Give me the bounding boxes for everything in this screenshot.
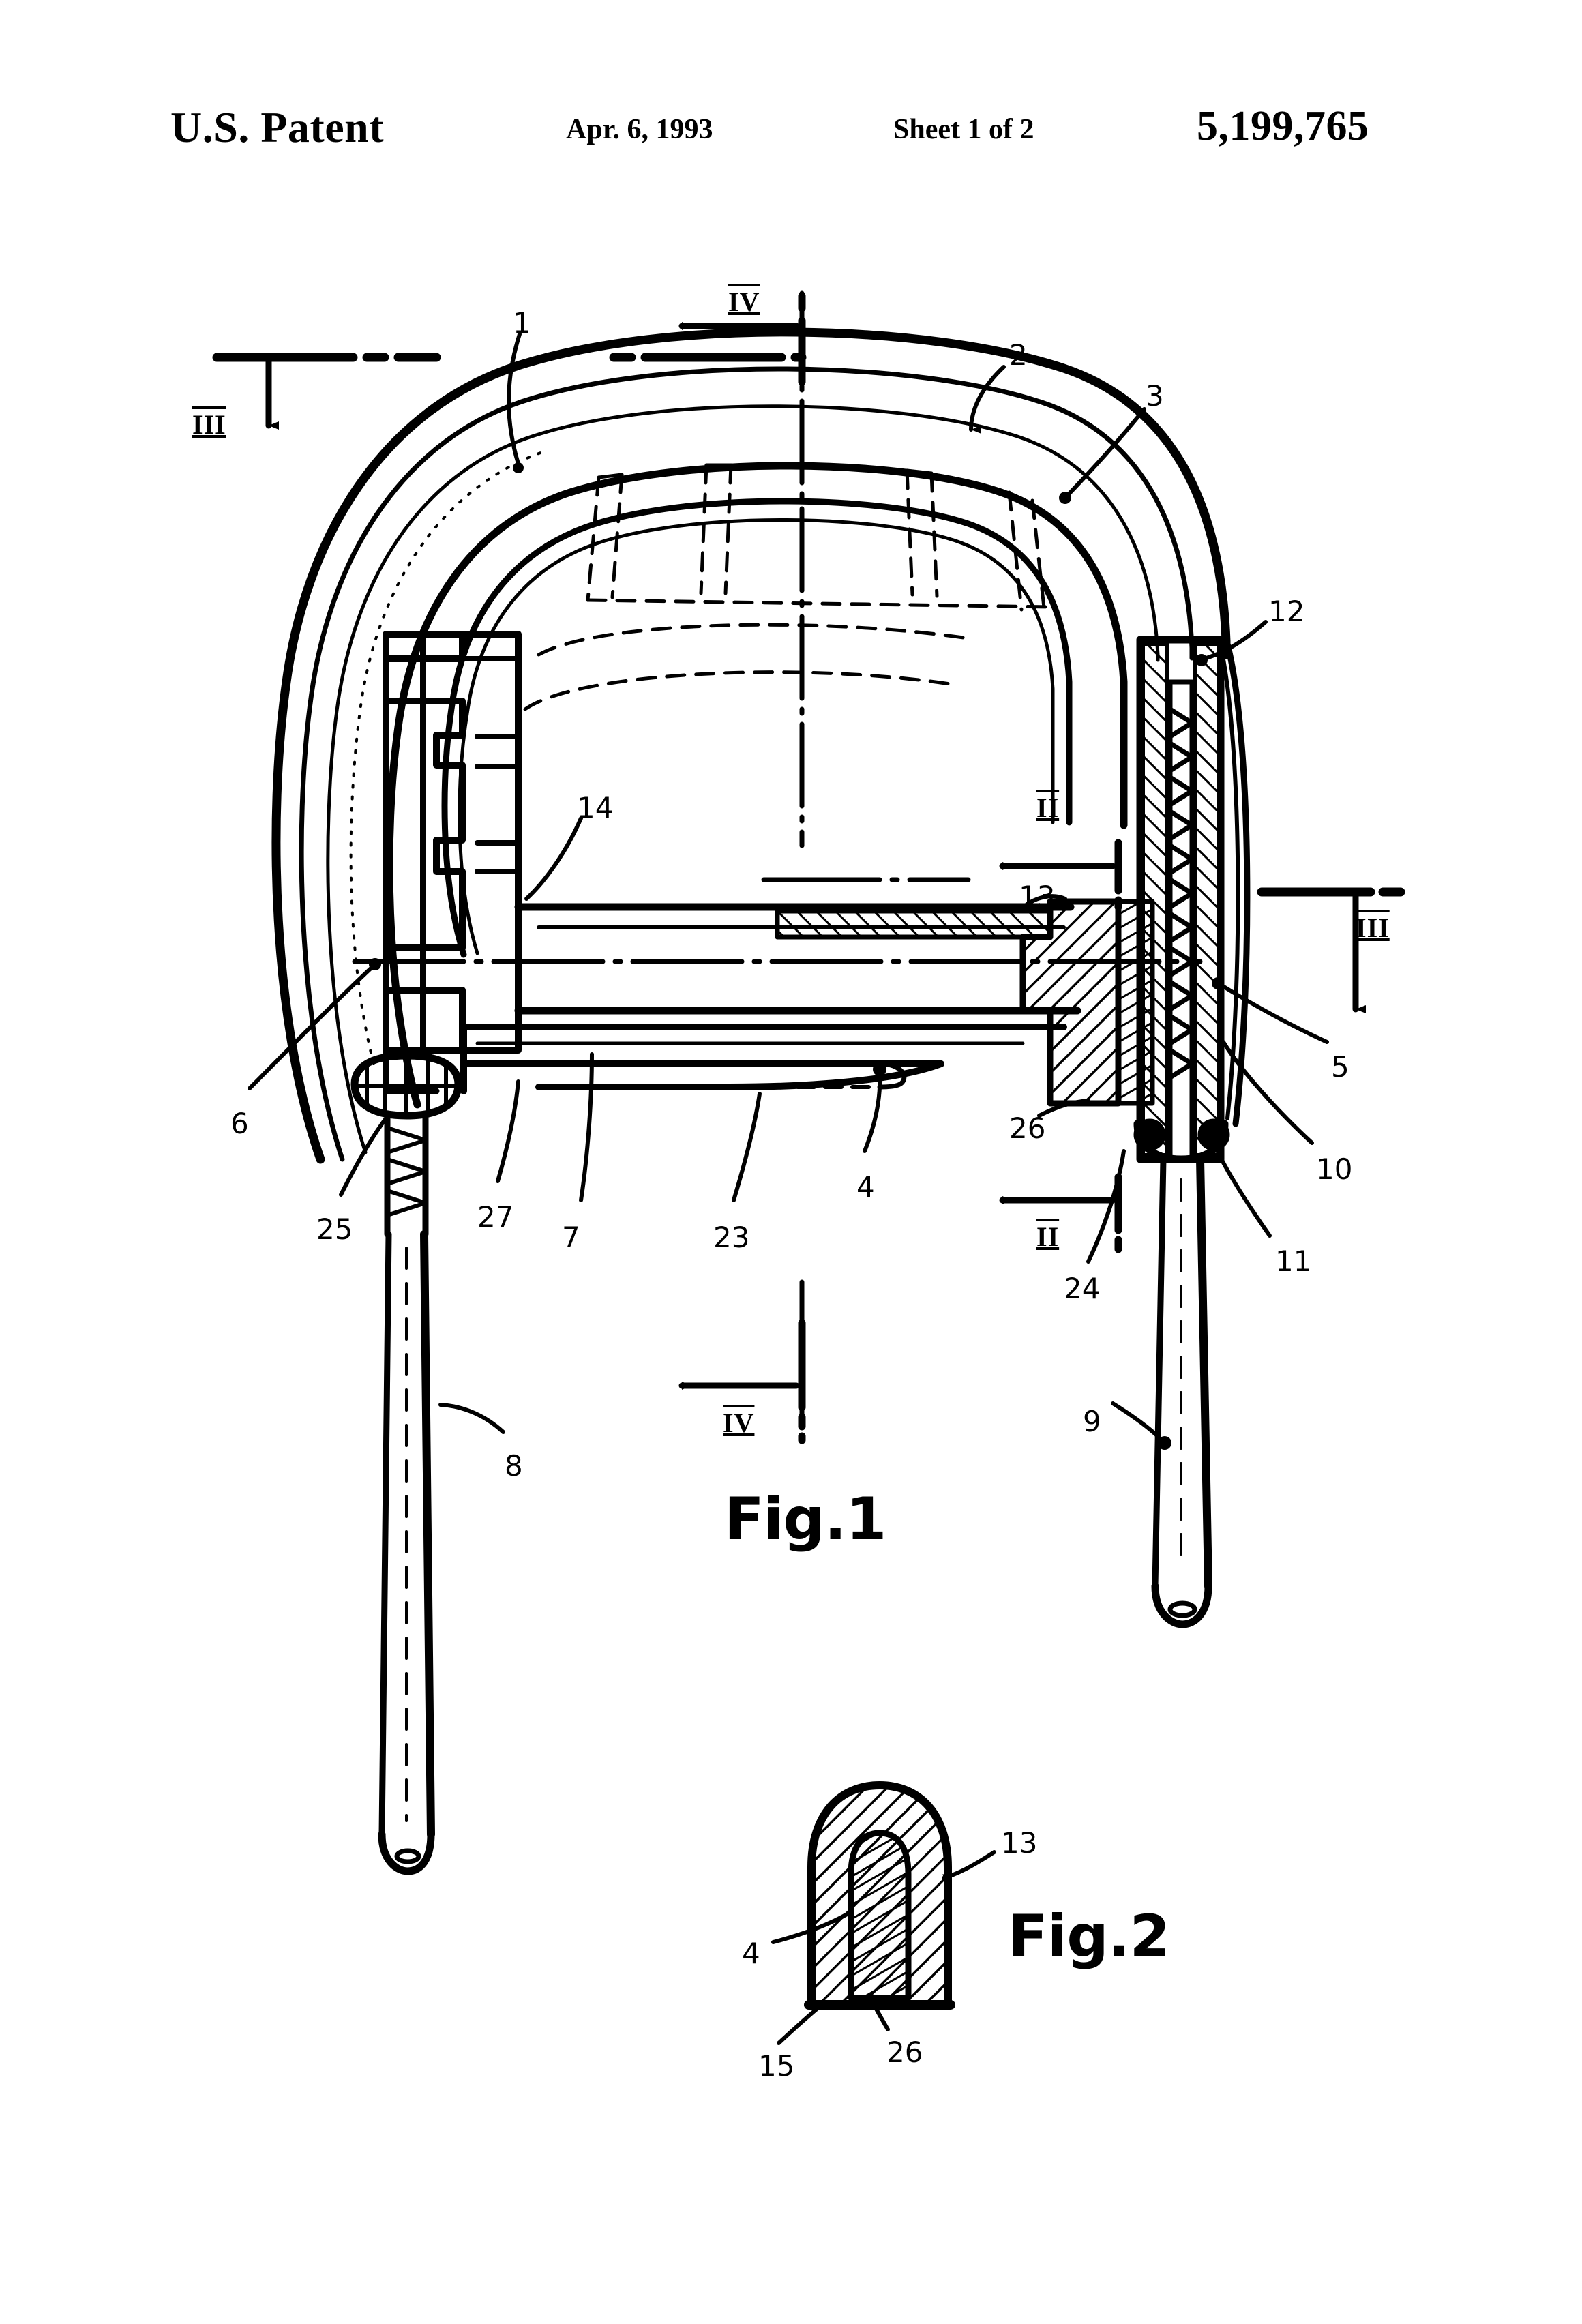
reference-numeral: 6 <box>230 1107 249 1140</box>
right-rod-tip <box>1151 1582 1212 1628</box>
patent-header: U.S. Patent Apr. 6, 1993 Sheet 1 of 2 5,… <box>0 102 1582 177</box>
section-line-IV-top <box>609 292 807 386</box>
section-marker: IV <box>723 1407 755 1438</box>
section-marker: II <box>1036 792 1060 823</box>
section-marker: III <box>1356 912 1390 943</box>
reference-numeral: 4 <box>856 1170 875 1204</box>
right-rod-left-edge <box>1152 1156 1167 1590</box>
reference-numeral: 8 <box>505 1449 523 1483</box>
clamp-body-outer-edge-2 <box>299 366 1195 1162</box>
section-line-II-lower <box>999 1173 1122 1259</box>
reference-numeral: 26 <box>886 2036 923 2069</box>
figure-1-group <box>212 290 1409 1875</box>
leader-lines-fig1 <box>248 332 1329 1450</box>
left-rod-tip <box>378 1830 435 1875</box>
collar-bead-left <box>1133 1118 1166 1151</box>
reference-numeral: 10 <box>1316 1152 1353 1186</box>
left-jaw-notch-b <box>475 840 521 874</box>
section-marker: IV <box>728 286 760 317</box>
reference-numeral: 26 <box>1009 1112 1046 1145</box>
reference-numeral: 4 <box>742 1937 760 1970</box>
reference-numeral: 9 <box>1083 1405 1101 1438</box>
reference-numeral: 13 <box>1019 880 1056 913</box>
clamp-rib-solid-ticks <box>597 463 934 479</box>
right-housing-outer-curve-2 <box>1217 638 1240 1120</box>
rod-4-end-cap <box>877 1061 907 1090</box>
clamp-rib-outer <box>385 462 1128 1109</box>
left-rod-tip-hole <box>394 1848 421 1864</box>
clamp-body-inner-edge <box>326 404 1160 1154</box>
section-line-IV-bottom <box>678 1319 806 1444</box>
clamp-hidden-ribs <box>523 463 1052 711</box>
patent-office-title: U.S. Patent <box>170 103 385 151</box>
section-line-II-upper <box>999 839 1122 911</box>
reference-numeral: 13 <box>1001 1826 1038 1860</box>
section-line-III-right <box>1257 887 1409 1013</box>
right-housing-hatch-left <box>1141 642 1169 1157</box>
section-line-III-left <box>212 353 441 430</box>
reference-numeral: 24 <box>1064 1272 1101 1305</box>
figure-2-label: Fig.2 <box>1008 1903 1170 1971</box>
reference-numeral: 25 <box>316 1212 353 1246</box>
right-rod-tip-hole <box>1167 1600 1197 1618</box>
reference-numeral: 1 <box>513 306 531 340</box>
right-rod-right-edge <box>1196 1155 1212 1590</box>
reference-numeral: 11 <box>1275 1245 1312 1278</box>
reference-numeral: 27 <box>477 1200 514 1234</box>
figure-2-group <box>771 1781 996 2045</box>
patent-number: 5,199,765 <box>1197 103 1369 149</box>
left-jaw-notch-a <box>475 734 521 769</box>
sheet-number: Sheet 1 of 2 <box>893 114 1034 145</box>
section-marker: III <box>192 409 226 440</box>
reference-numeral: 7 <box>562 1221 580 1254</box>
reference-numeral: 15 <box>758 2049 795 2083</box>
spindle-thread-teeth <box>1167 706 1195 1080</box>
section-marker: II <box>1036 1221 1060 1252</box>
left-rod-right-edge <box>420 1230 435 1838</box>
left-knurl-teeth <box>354 1055 459 1115</box>
figure-1-label: Fig.1 <box>724 1485 886 1553</box>
reference-numeral: 23 <box>713 1221 750 1254</box>
fig2-inner-core <box>848 1830 912 2001</box>
clamp-rib-inner-2 <box>458 518 1055 955</box>
reference-numeral: 5 <box>1331 1050 1349 1084</box>
reference-numeral: 12 <box>1268 595 1305 628</box>
reference-numeral: 14 <box>577 791 614 824</box>
right-housing-hatch-right <box>1193 642 1221 1157</box>
left-jaw-body <box>383 631 466 1054</box>
right-housing-outer-curve <box>1224 640 1251 1127</box>
left-rod-left-edge <box>378 1231 392 1838</box>
patent-date: Apr. 6, 1993 <box>566 114 713 145</box>
reference-numeral: 3 <box>1146 379 1164 413</box>
left-screw-thread-teeth <box>385 1126 428 1217</box>
rail-section-hatch <box>775 908 1053 940</box>
leader-lines-fig2 <box>771 1850 996 2045</box>
reference-numeral: 2 <box>1009 338 1028 372</box>
